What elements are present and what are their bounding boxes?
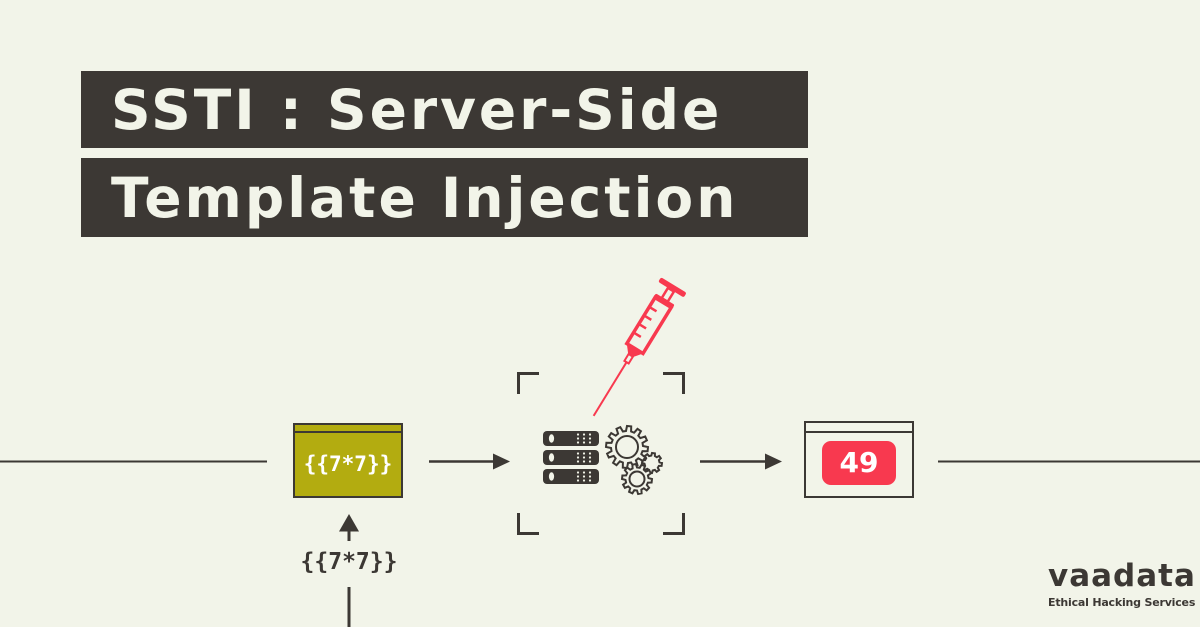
result-text: 49 (839, 446, 879, 479)
browser-titlebar (806, 423, 912, 433)
browser-body: 49 (806, 433, 912, 492)
gears-icon (604, 424, 664, 496)
syringe-icon (592, 277, 686, 417)
payload-input-label: {{7*7}} (300, 549, 398, 575)
title-line-2: Template Injection (81, 158, 808, 237)
brand-tagline: Ethical Hacking Services (1048, 596, 1196, 609)
server-icon (543, 431, 599, 484)
result-badge: 49 (822, 440, 896, 485)
title-text-2: Template Injection (111, 165, 739, 230)
terminal-payload-text: {{7*7}} (303, 451, 393, 476)
title-line-1: SSTI : Server-Side (81, 71, 808, 148)
browser-window: 49 (804, 421, 914, 498)
terminal-body: {{7*7}} (295, 433, 401, 494)
brand-block: vaadata Ethical Hacking Services (1048, 558, 1196, 610)
arrow-right-icon-1 (429, 453, 510, 470)
title-text-1: SSTI : Server-Side (111, 77, 723, 142)
terminal-titlebar (295, 425, 401, 433)
arrow-right-icon-2 (700, 453, 782, 470)
focus-frame-icon (517, 372, 685, 535)
vaadata-logo: vaadata (1048, 558, 1196, 594)
terminal-window: {{7*7}} (293, 423, 403, 498)
arrow-up-icon (339, 514, 359, 541)
